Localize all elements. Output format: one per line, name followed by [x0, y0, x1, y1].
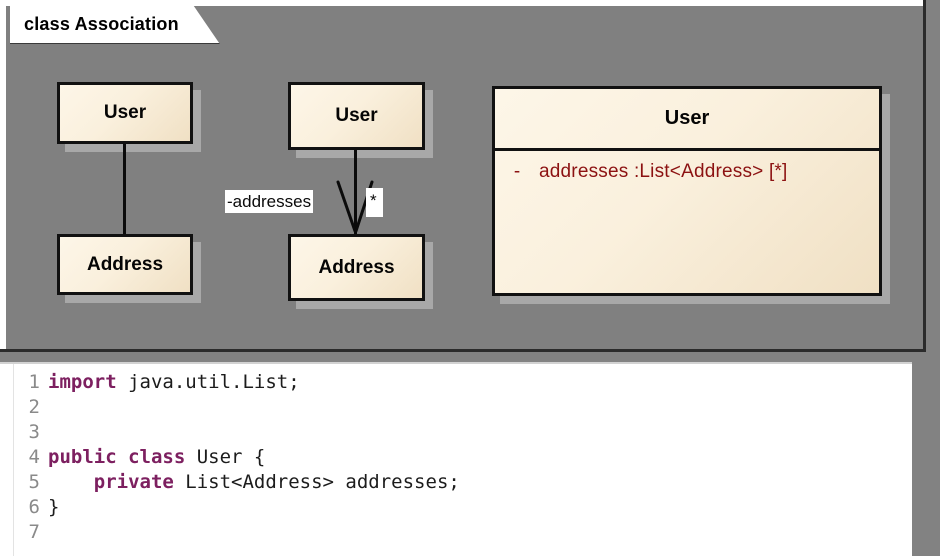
code-line-text: public class User {: [48, 445, 265, 470]
code-line-text: import java.util.List;: [48, 370, 300, 395]
code-line-text: }: [48, 495, 59, 520]
code-token: User {: [185, 446, 266, 468]
code-line-list[interactable]: 1 import java.util.List; 2 3 4 public class U…: [0, 370, 912, 545]
association-multiplicity-label[interactable]: *: [366, 188, 383, 218]
class-box-user-plain[interactable]: User: [57, 82, 193, 144]
attribute-signature: addresses :List<Address> [*]: [539, 161, 788, 182]
code-editor-panel[interactable]: 1 import java.util.List; 2 3 4 public class U…: [0, 362, 912, 556]
code-line[interactable]: 7: [0, 520, 912, 545]
diagram-frame-tab[interactable]: class Association: [10, 6, 220, 44]
code-line-number: 4: [28, 446, 40, 468]
code-line[interactable]: 4 public class User {: [0, 445, 912, 470]
code-keyword: import: [48, 371, 117, 393]
code-line[interactable]: 1 import java.util.List;: [0, 370, 912, 395]
association-line-plain[interactable]: [123, 144, 126, 234]
code-keyword: public class: [48, 446, 186, 468]
class-name-address-plain: Address: [86, 253, 164, 275]
code-token: }: [48, 496, 60, 518]
code-token: [48, 471, 94, 493]
diagram-frame-title: class Association: [24, 14, 179, 34]
class-box-user-assoc[interactable]: User: [288, 82, 425, 150]
class-name-address-assoc: Address: [318, 256, 395, 278]
class-name-user-assoc: User: [335, 105, 378, 126]
code-line-number: 3: [28, 421, 40, 443]
class-box-address-plain[interactable]: Address: [57, 234, 193, 295]
code-line-number: 7: [28, 521, 40, 543]
code-keyword: private: [93, 471, 174, 493]
class-box-user-detailed[interactable]: User - addresses :List<Address> [*]: [492, 86, 882, 296]
code-line[interactable]: 5 private List<Address> addresses;: [0, 470, 912, 495]
code-token: java.util.List;: [116, 371, 300, 393]
code-line[interactable]: 3: [0, 420, 912, 445]
association-role-label[interactable]: -addresses: [225, 190, 314, 214]
code-line-number: 2: [28, 396, 40, 418]
attribute-visibility-marker: -: [513, 161, 521, 182]
association-line-navigable[interactable]: [354, 150, 357, 234]
class-box-address-assoc[interactable]: Address: [288, 234, 425, 301]
diagram-canvas[interactable]: class Association User Address User -add…: [0, 0, 926, 352]
code-line[interactable]: 2: [0, 395, 912, 420]
code-line-number: 6: [28, 496, 40, 518]
attribute-row[interactable]: - addresses :List<Address> [*]: [495, 161, 879, 183]
code-token: List<Address> addresses;: [173, 471, 460, 493]
attribute-compartment[interactable]: - addresses :List<Address> [*]: [495, 151, 879, 183]
code-line-number: 1: [28, 371, 40, 393]
class-name-user-plain: User: [103, 102, 147, 123]
gutter-divider: [13, 364, 14, 556]
code-line-text: private List<Address> addresses;: [48, 470, 460, 495]
code-line[interactable]: 6}: [0, 495, 912, 520]
class-name-user-detailed: User: [495, 89, 879, 151]
code-line-number: 5: [28, 471, 40, 493]
